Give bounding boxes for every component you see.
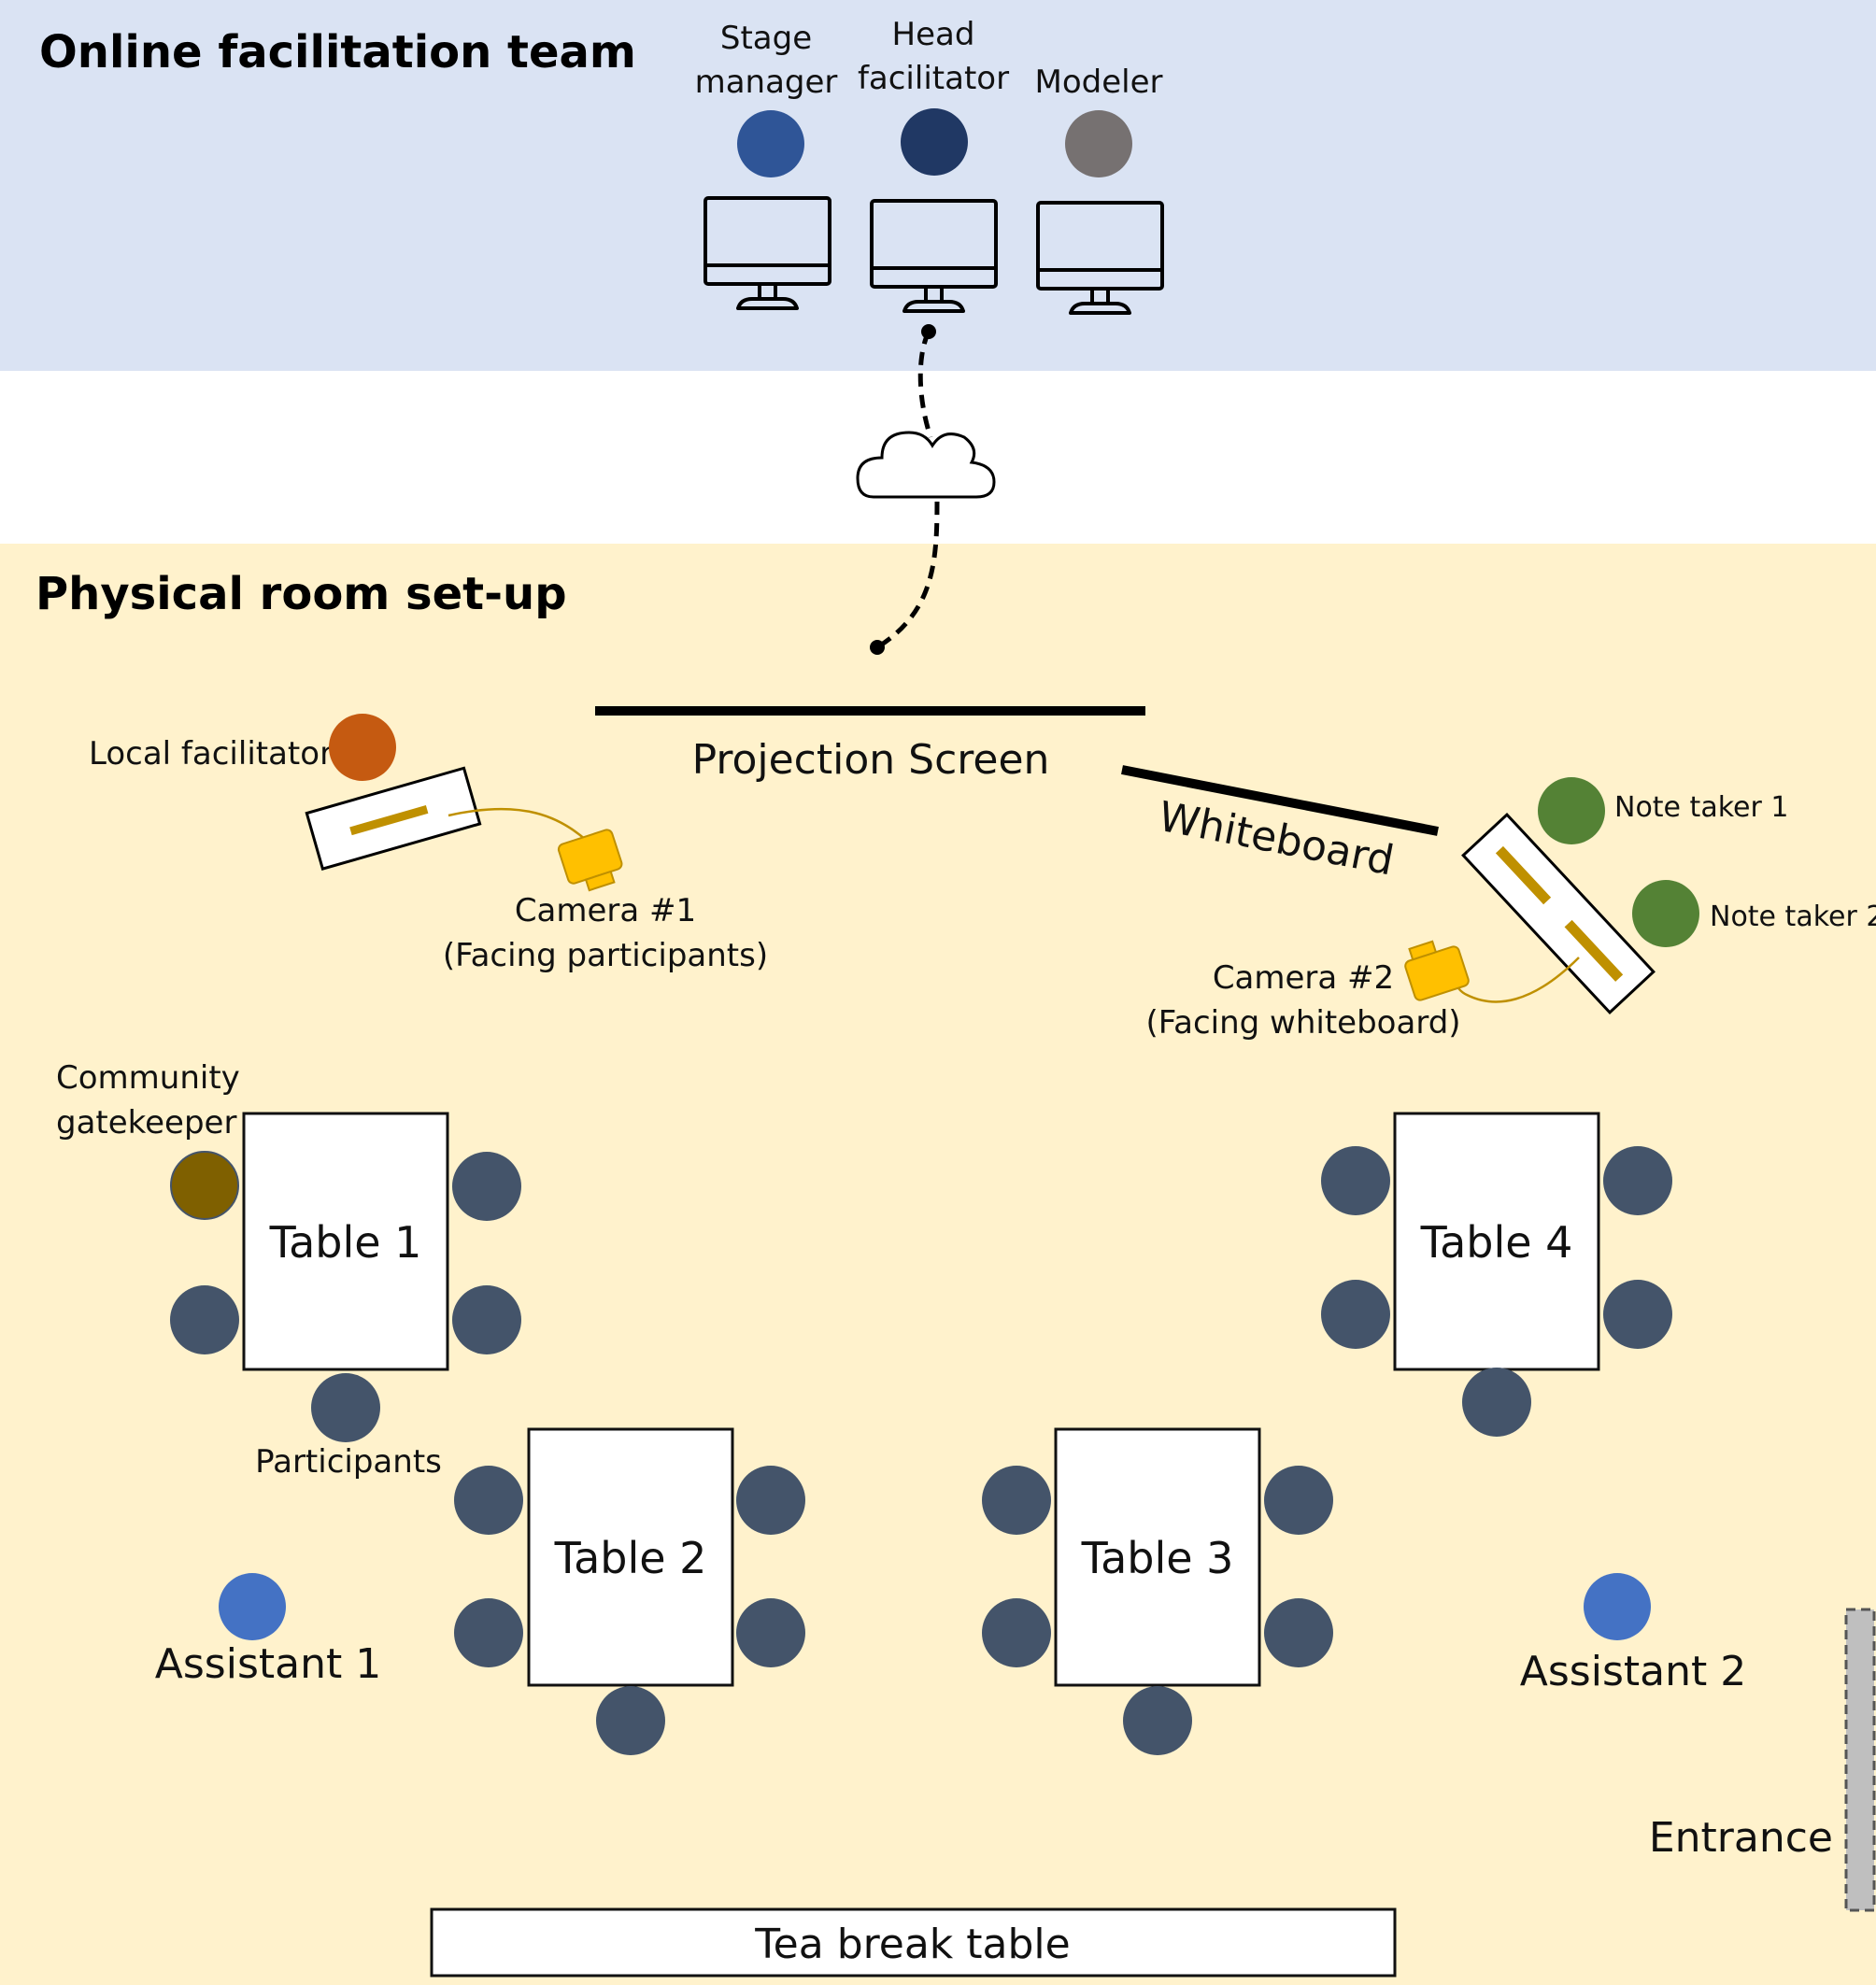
table-1-label: Table 1 (269, 1217, 422, 1268)
monitor-icon (1036, 201, 1164, 315)
camera1-label-line1: Camera #1 (515, 892, 696, 929)
connection-end-dot (870, 640, 885, 655)
online-team-panel (0, 0, 1876, 371)
camera2-label-line1: Camera #2 (1213, 959, 1394, 997)
note-taker-1-icon (1538, 777, 1605, 844)
participant-chair (454, 1466, 523, 1535)
connection-line-upper (917, 330, 933, 438)
monitor-icon (870, 199, 998, 313)
head-facilitator-label-line2: facilitator (858, 60, 1009, 97)
assistant-1-label: Assistant 1 (155, 1640, 381, 1688)
participant-chair (1321, 1280, 1390, 1349)
participant-chair (1321, 1146, 1390, 1215)
modeler-icon (1065, 110, 1132, 177)
assistant-1-icon (219, 1573, 286, 1640)
participant-chair (736, 1466, 805, 1535)
online-team-title: Online facilitation team (39, 26, 636, 78)
table-4-label: Table 4 (1420, 1217, 1573, 1268)
assistant-2-label: Assistant 2 (1520, 1648, 1746, 1695)
entrance-door (1844, 1608, 1876, 1912)
participant-chair (452, 1152, 521, 1221)
note-taker-2-icon (1632, 880, 1699, 947)
monitor-icon (704, 196, 831, 310)
table-3-label: Table 3 (1081, 1533, 1234, 1583)
table-2-label: Table 2 (554, 1533, 707, 1583)
participant-chair (1462, 1368, 1531, 1437)
local-facilitator-desk (305, 766, 482, 872)
local-facilitator-icon (329, 714, 396, 781)
participant-chair (1264, 1598, 1333, 1667)
table-2 (527, 1427, 734, 1687)
participant-chair (311, 1373, 380, 1442)
participant-chair (1264, 1466, 1333, 1535)
gatekeeper-label-line2: gatekeeper (56, 1104, 236, 1141)
assistant-2-icon (1584, 1573, 1651, 1640)
note-takers-desk (1461, 812, 1656, 1015)
projection-screen-label: Projection Screen (692, 736, 1050, 784)
table-3 (1054, 1427, 1261, 1687)
note-taker-2-label: Note taker 2 (1710, 900, 1876, 933)
camera2-label-line2: (Facing whiteboard) (1145, 1004, 1460, 1042)
camera1-cable (448, 807, 588, 842)
participant-chair (1123, 1686, 1192, 1755)
table-1 (242, 1112, 449, 1371)
table-4 (1393, 1112, 1600, 1371)
whiteboard (1121, 765, 1439, 836)
tea-break-table (430, 1907, 1397, 1978)
entrance-label: Entrance (1649, 1814, 1833, 1862)
stage-manager-label-line1: Stage (720, 20, 812, 57)
head-facilitator-label-line1: Head (892, 16, 975, 53)
head-facilitator-icon (901, 108, 968, 176)
marker (1564, 919, 1624, 982)
camera2-icon (1404, 940, 1470, 1001)
physical-room-title: Physical room set-up (36, 568, 567, 620)
note-taker-1-label: Note taker 1 (1614, 791, 1788, 824)
participant-chair (452, 1285, 521, 1354)
participants-label: Participants (255, 1443, 442, 1481)
camera1-label-line2: (Facing participants) (443, 937, 768, 974)
participant-chair (596, 1686, 665, 1755)
marker (1495, 845, 1552, 905)
participant-chair (170, 1285, 239, 1354)
participant-chair (1603, 1280, 1672, 1349)
gatekeeper-icon (170, 1151, 239, 1220)
participant-chair (454, 1598, 523, 1667)
camera1-icon (557, 829, 623, 892)
tea-break-table-label: Tea break table (754, 1921, 1070, 1968)
modeler-label: Modeler (1035, 64, 1163, 101)
participant-chair (1603, 1146, 1672, 1215)
gatekeeper-label-line1: Community (56, 1059, 240, 1097)
marker (349, 805, 429, 836)
stage-manager-label-line2: manager (695, 64, 838, 101)
cloud-icon (856, 431, 996, 499)
participant-chair (982, 1466, 1051, 1535)
participant-chair (982, 1598, 1051, 1667)
local-facilitator-label: Local facilitator (89, 735, 333, 773)
stage-manager-icon (737, 110, 804, 177)
participant-chair (736, 1598, 805, 1667)
